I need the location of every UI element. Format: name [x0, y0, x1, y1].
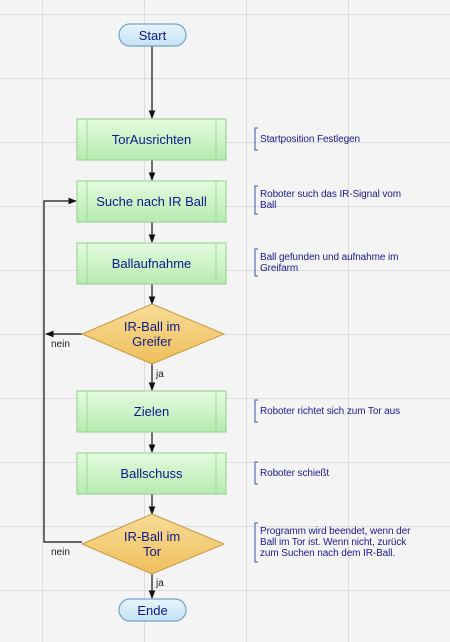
decision-greifer-label-line1: IR-Ball im [123, 319, 181, 334]
note-decision2: Programm wird beendet, wenn der Ball im … [260, 526, 410, 559]
process-zielen [76, 390, 227, 433]
note-brackets [254, 127, 258, 563]
ende-terminal [118, 598, 187, 622]
note-suche-line1: Roboter such das IR-Signal vom [260, 189, 401, 200]
decision-tor-label-line1: IR-Ball im [123, 529, 181, 544]
note-bracket-ballschuss [254, 461, 258, 485]
process-ballschuss [76, 452, 227, 495]
note-suche: Roboter such das IR-Signal vom Ball [260, 189, 401, 211]
edge-label-d1-no: nein [51, 339, 70, 350]
edges [43, 46, 156, 599]
note-ballaufnahme-line1: Ball gefunden und aufnahme im [260, 252, 399, 263]
zielen-label: Zielen [133, 404, 170, 419]
ende-label: Ende [137, 602, 168, 618]
torausrichten-label: TorAusrichten [111, 132, 192, 147]
edge-label-d2-yes: ja [156, 578, 164, 589]
note-ballschuss: Roboter schießt [260, 468, 330, 479]
ballschuss-label: Ballschuss [120, 466, 183, 481]
decision-greifer-label-line2: Greifer [132, 334, 172, 349]
edge-label-d1-yes: ja [156, 369, 164, 380]
note-torausrichten: Startposition Festlegen [260, 134, 360, 145]
note-ballaufnahme: Ball gefunden und aufnahme im Greifarm [260, 252, 398, 274]
note-bracket-suche [254, 185, 258, 215]
note-bracket-ballaufnahme [254, 248, 258, 277]
note-bracket-torausrichten [254, 127, 258, 151]
note-bracket-zielen [254, 399, 258, 423]
note-zielen: Roboter richtet sich zum Tor aus [260, 406, 401, 417]
decision-tor [80, 513, 226, 575]
process-torausrichten [76, 118, 227, 161]
decision-tor-label: IR-Ball im Tor [92, 514, 212, 574]
note-suche-line2: Ball [260, 200, 277, 211]
decision-tor-label-line2: Tor [142, 544, 162, 559]
process-suche [76, 180, 227, 223]
decision-greifer-label: IR-Ball im Greifer [92, 304, 212, 364]
start-terminal [118, 23, 187, 47]
note-ballaufnahme-line2: Greifarm [260, 263, 299, 274]
note-decision2-line3: zum Suchen nach dem IR-Ball. [260, 548, 396, 559]
decision-greifer [80, 303, 226, 365]
suche-label: Suche nach IR Ball [96, 194, 207, 209]
edge-label-d2-no: nein [51, 547, 70, 558]
process-ballaufnahme [76, 242, 227, 285]
ballaufnahme-label: Ballaufnahme [111, 256, 192, 271]
note-bracket-decision2 [254, 522, 258, 563]
note-decision2-line2: Ball im Tor ist. Wenn nicht, zurück [260, 537, 407, 548]
edge-decision2-no-loop [43, 197, 82, 543]
start-label: Start [138, 27, 167, 43]
note-decision2-line1: Programm wird beendet, wenn der [260, 526, 411, 537]
